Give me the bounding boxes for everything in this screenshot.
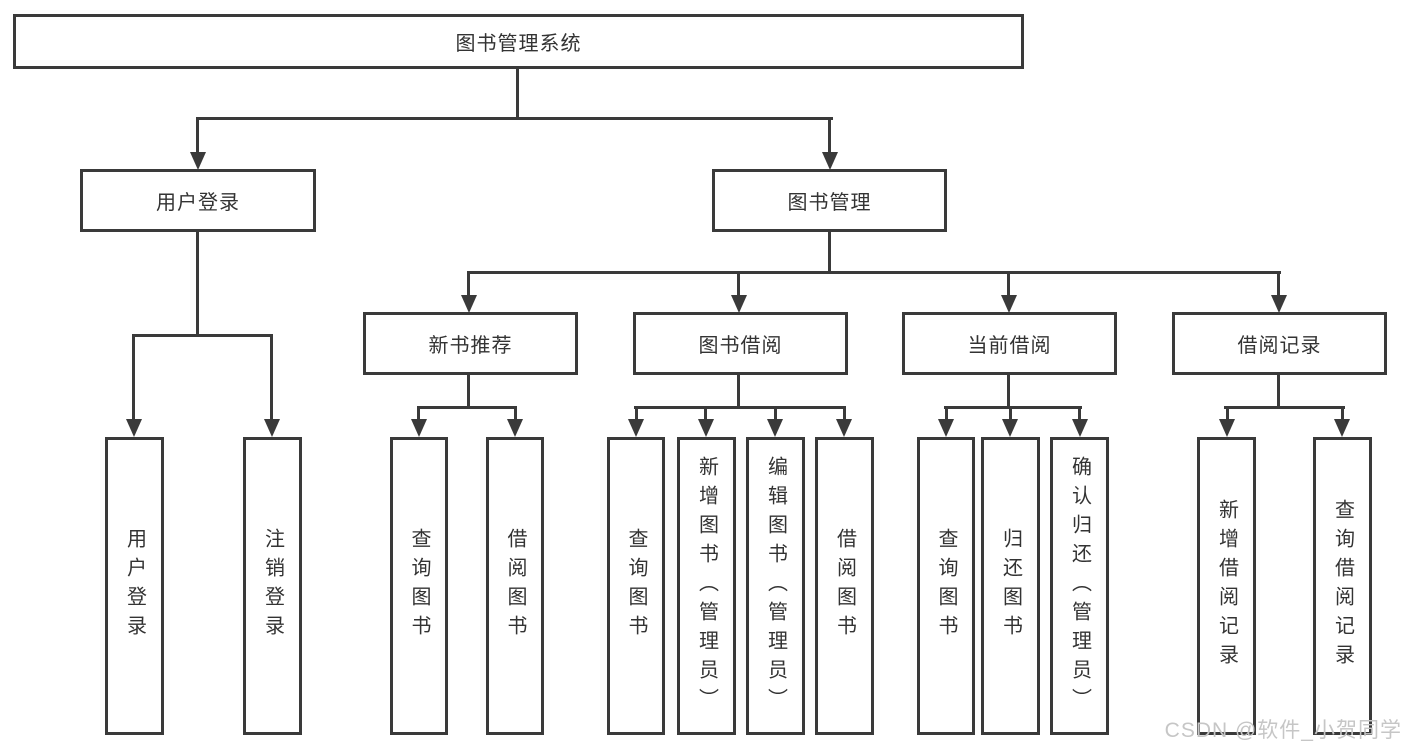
leaf-return-books: 归还图书	[981, 437, 1040, 735]
leaf-borrow-books-borrow: 借阅图书	[815, 437, 874, 735]
arrowhead-icon	[1271, 295, 1287, 313]
node-label: 借阅图书	[504, 528, 526, 644]
connector-line	[828, 117, 831, 153]
leaf-confirm-return-admin: 确认归还（管理员）	[1050, 437, 1109, 735]
connector-line	[196, 232, 199, 337]
leaf-query-borrow-record: 查询借阅记录	[1313, 437, 1372, 735]
connector-line	[467, 374, 470, 408]
connector-line	[1007, 271, 1010, 297]
arrowhead-icon	[1072, 419, 1088, 437]
connector-line	[1007, 374, 1010, 408]
node-current-borrow: 当前借阅	[902, 312, 1117, 375]
node-label: 图书管理系统	[455, 33, 582, 55]
node-book-borrow: 图书借阅	[633, 312, 848, 375]
node-book-management: 图书管理	[712, 169, 947, 232]
node-label: 查询借阅记录	[1331, 499, 1354, 673]
arrowhead-icon	[767, 419, 783, 437]
arrowhead-icon	[190, 152, 206, 170]
node-label: 用户登录	[123, 528, 146, 644]
leaf-edit-books-admin: 编辑图书（管理员）	[746, 437, 805, 735]
node-label: 图书借阅	[698, 335, 783, 357]
connector-line	[467, 271, 470, 297]
connector-line	[1224, 406, 1345, 409]
leaf-query-books-current: 查询图书	[917, 437, 975, 735]
watermark: CSDN @软件_小贺同学	[1164, 719, 1402, 742]
connector-line	[843, 406, 846, 421]
connector-line	[467, 271, 1281, 274]
arrowhead-icon	[1002, 419, 1018, 437]
connector-line	[417, 406, 517, 409]
node-label: 新增图书（管理员）	[695, 455, 718, 717]
node-new-book-recommend: 新书推荐	[363, 312, 578, 375]
leaf-query-books-recommend: 查询图书	[390, 437, 448, 735]
arrowhead-icon	[264, 419, 280, 437]
connector-line	[944, 406, 1082, 409]
leaf-add-borrow-record: 新增借阅记录	[1197, 437, 1256, 735]
arrowhead-icon	[1001, 295, 1017, 313]
connector-line	[635, 406, 638, 421]
node-label: 用户登录	[156, 192, 240, 214]
arrowhead-icon	[461, 295, 477, 313]
arrowhead-icon	[628, 419, 644, 437]
node-borrow-records: 借阅记录	[1172, 312, 1387, 375]
leaf-add-books-admin: 新增图书（管理员）	[677, 437, 736, 735]
connector-line	[774, 406, 777, 421]
leaf-borrow-books-recommend: 借阅图书	[486, 437, 544, 735]
arrowhead-icon	[822, 152, 838, 170]
arrowhead-icon	[836, 419, 852, 437]
connector-line	[737, 374, 740, 408]
arrowhead-icon	[507, 419, 523, 437]
connector-line	[634, 406, 846, 409]
leaf-user-login: 用户登录	[105, 437, 164, 735]
arrowhead-icon	[1219, 419, 1235, 437]
connector-line	[1009, 406, 1012, 421]
connector-line	[514, 406, 517, 421]
arrowhead-icon	[1334, 419, 1350, 437]
node-label: 注销登录	[261, 528, 284, 644]
connector-line	[1078, 406, 1081, 421]
leaf-logout-login: 注销登录	[243, 437, 302, 735]
connector-line	[196, 117, 833, 120]
node-label: 归还图书	[999, 528, 1022, 644]
arrowhead-icon	[411, 419, 427, 437]
arrowhead-icon	[698, 419, 714, 437]
connector-line	[132, 334, 273, 337]
connector-line	[516, 68, 519, 120]
connector-line	[704, 406, 707, 421]
node-root: 图书管理系统	[13, 14, 1024, 69]
leaf-query-books-borrow: 查询图书	[607, 437, 665, 735]
node-label: 查询图书	[625, 528, 647, 644]
connector-line	[828, 232, 831, 274]
node-label: 查询图书	[935, 528, 957, 644]
node-label: 借阅记录	[1237, 335, 1322, 357]
connector-line	[1277, 374, 1280, 408]
node-label: 编辑图书（管理员）	[764, 455, 787, 717]
connector-line	[1277, 271, 1280, 297]
node-label: 新增借阅记录	[1215, 499, 1238, 673]
arrowhead-icon	[731, 295, 747, 313]
connector-line	[417, 406, 420, 421]
connector-line	[737, 271, 740, 297]
node-label: 当前借阅	[967, 335, 1052, 357]
arrowhead-icon	[938, 419, 954, 437]
node-label: 借阅图书	[833, 528, 856, 644]
connector-line	[270, 334, 273, 421]
node-label: 查询图书	[408, 528, 430, 644]
node-label: 图书管理	[787, 192, 872, 214]
node-label: 新书推荐	[428, 335, 513, 357]
node-user-login: 用户登录	[80, 169, 316, 232]
connector-line	[945, 406, 948, 421]
node-label: 确认归还（管理员）	[1068, 455, 1091, 717]
connector-line	[196, 117, 199, 153]
arrowhead-icon	[126, 419, 142, 437]
connector-line	[132, 334, 135, 421]
connector-line	[1341, 406, 1344, 421]
connector-line	[1226, 406, 1229, 421]
